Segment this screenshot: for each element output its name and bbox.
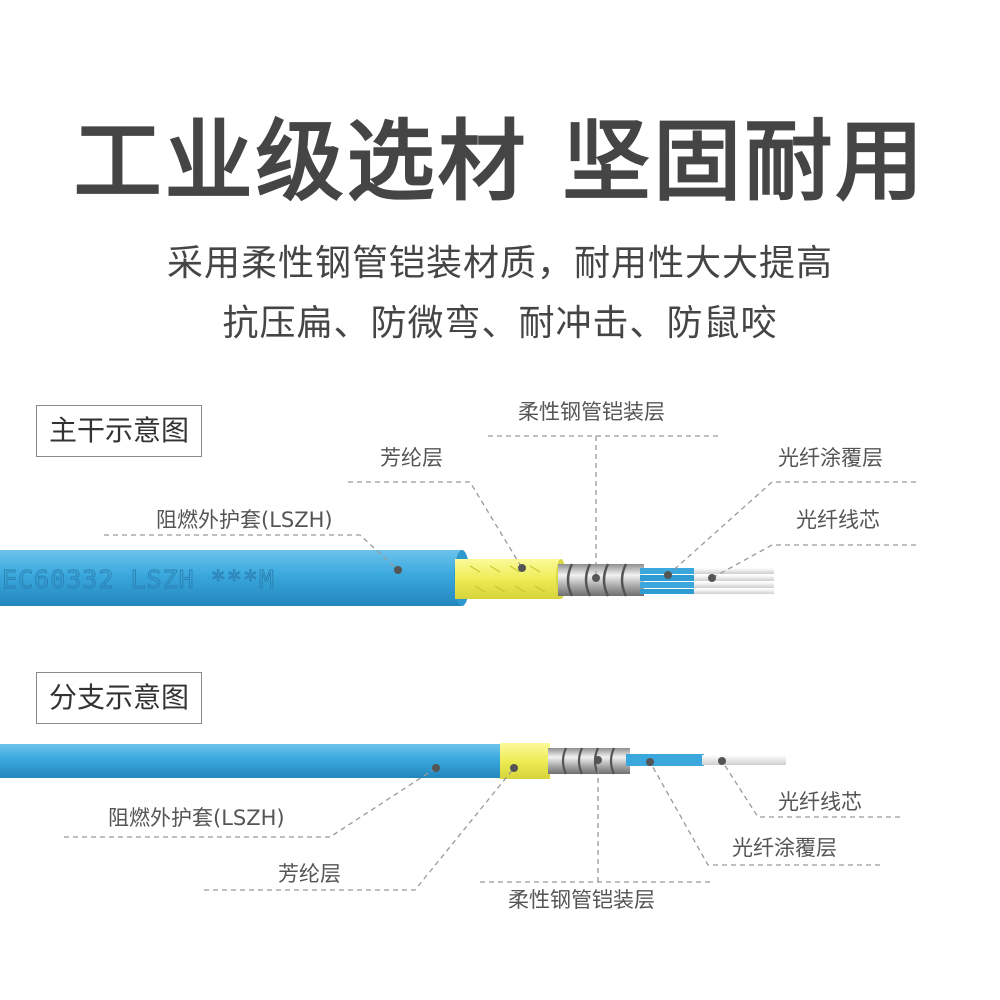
- subtitle-line-2: 抗压扁、防微弯、耐冲击、防鼠咬: [222, 303, 778, 344]
- trunk-aramid: [455, 559, 561, 599]
- branch-jacket: [0, 744, 508, 778]
- branch-aramid: [500, 743, 550, 779]
- branch-section-title: 分支示意图: [36, 672, 203, 724]
- trunk-label-core: 光纤线芯: [796, 508, 880, 532]
- trunk-cable-print: IEC60332 LSZH ***M: [0, 565, 275, 594]
- branch-label-jacket: 阻燃外护套(LSZH): [108, 806, 285, 830]
- branch-label-core: 光纤线芯: [778, 790, 862, 814]
- subtitle-line-1: 采用柔性钢管铠装材质，耐用性大大提高: [166, 243, 833, 284]
- branch-leader-lines: [64, 760, 900, 891]
- trunk-jacket: [0, 550, 462, 606]
- trunk-cable: IEC60332 LSZH ***M: [0, 550, 774, 606]
- trunk-fiber-cores: [694, 568, 774, 594]
- branch-label-steel-armor: 柔性钢管铠装层: [508, 888, 655, 912]
- branch-cable: [0, 743, 786, 779]
- trunk-leader-lines: [104, 435, 916, 579]
- branch-leader-dots: [432, 756, 726, 772]
- headline: 工业级选材 坚固耐用: [73, 110, 927, 213]
- trunk-label-coating: 光纤涂覆层: [778, 446, 883, 470]
- trunk-label-jacket: 阻燃外护套(LSZH): [156, 508, 333, 532]
- branch-coated-fiber: [626, 754, 704, 766]
- trunk-steel-armor: [558, 564, 644, 596]
- trunk-leader-dots: [394, 564, 716, 582]
- trunk-label-aramid: 芳纶层: [380, 446, 443, 470]
- branch-label-aramid: 芳纶层: [278, 862, 341, 886]
- branch-steel-armor: [548, 748, 630, 774]
- trunk-section-title: 主干示意图: [36, 405, 203, 457]
- trunk-label-steel-armor: 柔性钢管铠装层: [518, 400, 665, 424]
- branch-fiber-core: [702, 755, 786, 765]
- branch-label-coating: 光纤涂覆层: [732, 836, 837, 860]
